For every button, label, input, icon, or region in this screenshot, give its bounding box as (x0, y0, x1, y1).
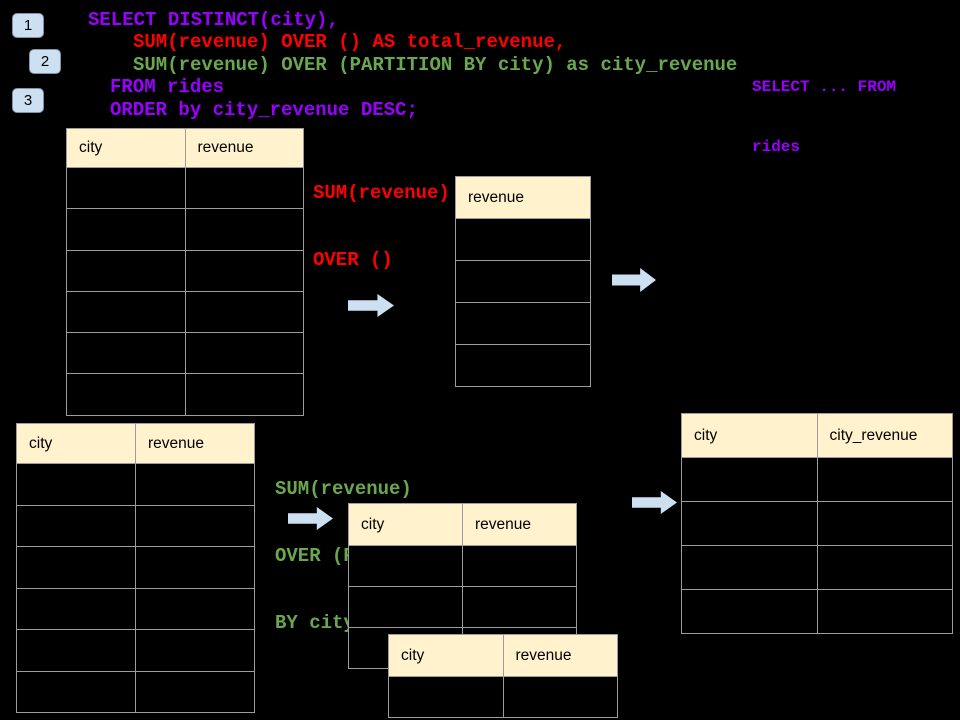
empty-cell (817, 546, 953, 590)
flow-arrow-icon (632, 491, 677, 514)
empty-cell (682, 546, 818, 590)
sql-line-from: FROM rides (110, 76, 225, 99)
empty-cell (682, 458, 818, 502)
annotation-over-partition-line-1: SUM(revenue) (275, 477, 412, 500)
empty-cell (136, 588, 255, 630)
side-snippet-select-from-rides: SELECT ... FROM rides (752, 37, 896, 197)
empty-cell (817, 458, 953, 502)
column-header-city: city (349, 504, 463, 546)
column-header-city: city (67, 129, 186, 168)
table-partition-city-2: city revenue (388, 634, 618, 718)
empty-cell (185, 333, 304, 375)
table-total-revenue: revenue (455, 176, 591, 387)
column-header-city-revenue: city_revenue (817, 414, 953, 458)
sql-line-order: ORDER by city_revenue DESC; (110, 98, 418, 121)
empty-cell (185, 168, 304, 210)
column-header-revenue: revenue (136, 424, 255, 464)
empty-cell (817, 502, 953, 546)
empty-cell (456, 345, 591, 387)
table-source-rides-bottom: city revenue (16, 423, 255, 713)
step-badge-1: 1 (12, 13, 44, 38)
step-badge-3-label: 3 (23, 92, 33, 109)
step-badge-3: 3 (12, 88, 44, 113)
empty-cell (682, 502, 818, 546)
column-header-revenue: revenue (463, 504, 577, 546)
step-badge-2: 2 (29, 49, 61, 74)
empty-cell (136, 630, 255, 672)
step-badge-1-label: 1 (23, 17, 33, 34)
empty-cell (67, 250, 186, 292)
table-result-city-revenue: city city_revenue (681, 413, 953, 634)
empty-cell (503, 677, 618, 718)
empty-cell (136, 505, 255, 547)
column-header-revenue: revenue (185, 129, 304, 168)
empty-cell (136, 464, 255, 506)
side-snippet-line-2: rides (752, 138, 801, 156)
empty-cell (185, 291, 304, 334)
empty-cell (682, 590, 818, 634)
sql-line-select: SELECT DISTINCT(city), (88, 9, 339, 31)
annotation-over-total-line-2: OVER () (313, 249, 393, 272)
column-header-revenue: revenue (503, 635, 618, 677)
empty-cell (463, 587, 577, 628)
sql-line-sum-partition: SUM(revenue) OVER (PARTITION BY city) as… (133, 53, 738, 76)
empty-cell (67, 333, 186, 375)
column-header-city: city (17, 424, 136, 464)
empty-cell (136, 547, 255, 589)
empty-cell (349, 546, 463, 587)
empty-cell (456, 219, 591, 261)
empty-cell (67, 374, 186, 416)
side-snippet-line-1: SELECT ... FROM (752, 78, 897, 96)
empty-cell (463, 546, 577, 587)
empty-cell (185, 209, 304, 251)
empty-cell (389, 677, 504, 718)
empty-cell (136, 671, 255, 713)
sql-code-block: SELECT DISTINCT(city), SUM(revenue) OVER… (0, 9, 737, 121)
empty-cell (817, 590, 953, 634)
empty-cell (349, 587, 463, 628)
empty-cell (17, 505, 136, 547)
column-header-city: city (389, 635, 504, 677)
empty-cell (17, 630, 136, 672)
empty-cell (17, 464, 136, 506)
empty-cell (185, 374, 304, 416)
sql-line-sum-total: SUM(revenue) OVER () AS total_revenue, (133, 31, 567, 54)
empty-cell (67, 168, 186, 210)
empty-cell (456, 261, 591, 303)
step-badge-2-label: 2 (40, 53, 50, 70)
empty-cell (17, 547, 136, 589)
column-header-city: city (682, 414, 818, 458)
column-header-revenue: revenue (456, 177, 591, 219)
flow-arrow-icon (612, 268, 656, 292)
empty-cell (67, 291, 186, 334)
annotation-over-total: SUM(revenue) OVER () (313, 137, 450, 316)
empty-cell (456, 303, 591, 345)
empty-cell (17, 588, 136, 630)
annotation-over-total-line-1: SUM(revenue) (313, 181, 450, 204)
empty-cell (67, 209, 186, 251)
empty-cell (17, 671, 136, 713)
table-source-rides-top: city revenue (66, 128, 304, 416)
empty-cell (185, 250, 304, 292)
